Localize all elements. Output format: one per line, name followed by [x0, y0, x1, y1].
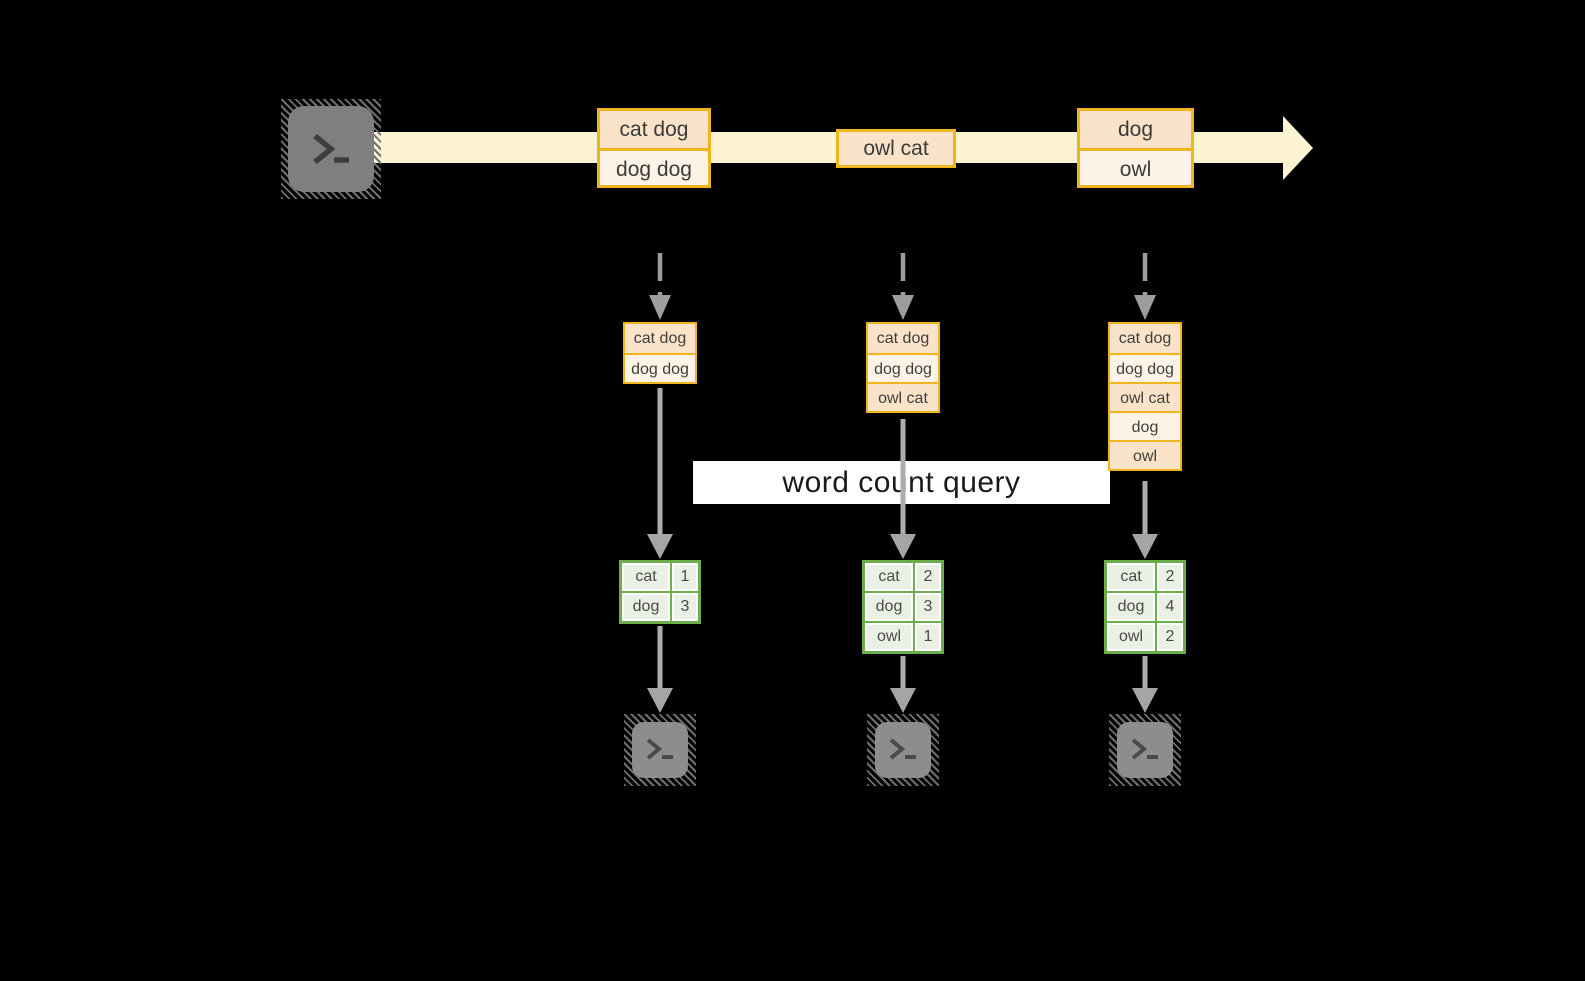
- result-word: owl: [865, 623, 913, 651]
- result-table-2: cat 2 dog 3 owl 1: [862, 560, 944, 654]
- query-arrow: [890, 419, 916, 559]
- result-count: 1: [915, 623, 941, 651]
- log-record: owl: [1110, 440, 1180, 469]
- stream-event-batch-3: dog owl: [1077, 108, 1194, 188]
- log-record: cat dog: [868, 324, 938, 353]
- query-arrow: [647, 388, 673, 559]
- log-record: owl cat: [1110, 382, 1180, 411]
- log-record: dog: [1110, 411, 1180, 440]
- sink-arrow: [890, 656, 916, 713]
- event-log-3: cat dog dog dog owl cat dog owl: [1108, 322, 1182, 471]
- stream-event-batch-1: cat dog dog dog: [597, 108, 711, 188]
- dashed-down-arrow: [892, 253, 914, 320]
- result-word: dog: [622, 593, 670, 621]
- log-record: cat dog: [1110, 324, 1180, 353]
- stream-event-batch-2: owl cat: [836, 129, 956, 168]
- log-record: owl cat: [868, 382, 938, 411]
- result-count: 3: [672, 593, 698, 621]
- result-table-1: cat 1 dog 3: [619, 560, 701, 624]
- result-count: 1: [672, 563, 698, 591]
- result-table-3: cat 2 dog 4 owl 2: [1104, 560, 1186, 654]
- stream-arrowhead-icon: [1283, 116, 1313, 180]
- event-log-1: cat dog dog dog: [623, 322, 697, 384]
- log-record: dog dog: [868, 353, 938, 382]
- terminal-screen: [288, 106, 374, 192]
- sink-arrow: [647, 626, 673, 713]
- result-count: 2: [1157, 623, 1183, 651]
- terminal-screen: [1117, 722, 1173, 778]
- event-record: owl: [1080, 148, 1191, 185]
- sink-terminal-icon: [867, 714, 939, 786]
- sink-terminal-icon: [624, 714, 696, 786]
- sink-arrow: [1132, 656, 1158, 713]
- result-word: cat: [622, 563, 670, 591]
- result-word: cat: [865, 563, 913, 591]
- terminal-screen: [632, 722, 688, 778]
- log-record: cat dog: [625, 324, 695, 353]
- terminal-screen: [875, 722, 931, 778]
- event-log-2: cat dog dog dog owl cat: [866, 322, 940, 413]
- terminal-prompt-icon: [646, 738, 673, 760]
- result-count: 2: [915, 563, 941, 591]
- terminal-prompt-icon: [313, 133, 349, 165]
- log-record: dog dog: [625, 353, 695, 382]
- event-record: owl cat: [839, 132, 953, 165]
- result-word: owl: [1107, 623, 1155, 651]
- result-count: 4: [1157, 593, 1183, 621]
- terminal-prompt-icon: [889, 738, 916, 760]
- event-record: dog: [1080, 111, 1191, 148]
- result-count: 3: [915, 593, 941, 621]
- terminal-prompt-icon: [1131, 738, 1158, 760]
- source-terminal-icon: [281, 99, 381, 199]
- event-record: cat dog: [600, 111, 708, 148]
- result-count: 2: [1157, 563, 1183, 591]
- result-word: cat: [1107, 563, 1155, 591]
- result-word: dog: [1107, 593, 1155, 621]
- event-record: dog dog: [600, 148, 708, 185]
- query-arrow: [1132, 481, 1158, 559]
- result-word: dog: [865, 593, 913, 621]
- sink-terminal-icon: [1109, 714, 1181, 786]
- log-record: dog dog: [1110, 353, 1180, 382]
- dashed-down-arrow: [1134, 253, 1156, 320]
- dashed-down-arrow: [649, 253, 671, 320]
